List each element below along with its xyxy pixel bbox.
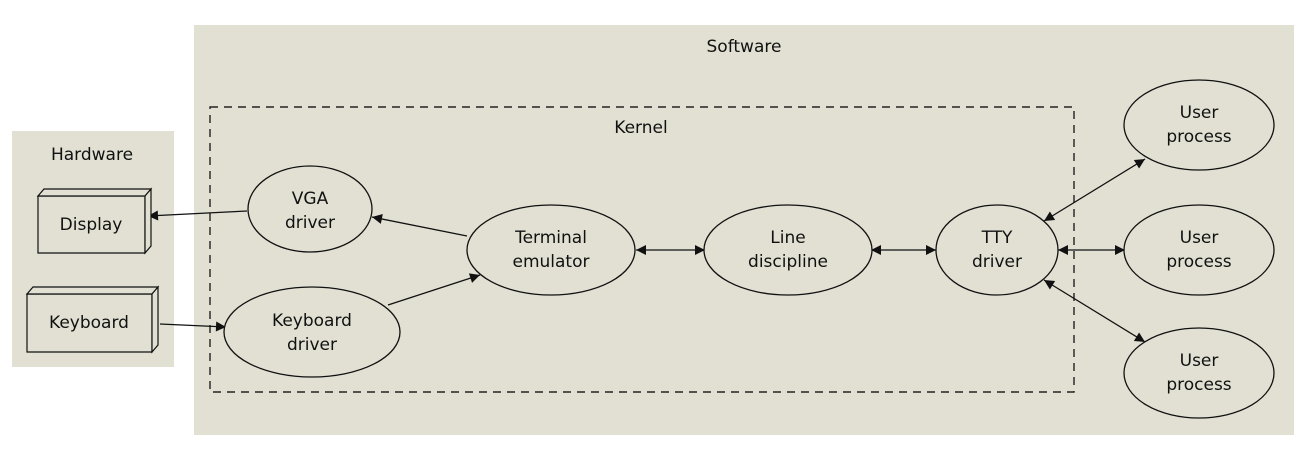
vga-driver-label-line1: VGA [292, 189, 329, 209]
user-process-1-label-line2: process [1166, 127, 1231, 147]
display-box: Display [36, 187, 153, 255]
edge-vga-to-display [147, 210, 248, 221]
vga-driver-node: VGA driver [247, 165, 373, 253]
user-process-2-label-line1: User [1180, 228, 1219, 248]
edge-keyboard-driver-to-terminal [387, 273, 481, 306]
line-discipline-node: Line discipline [703, 204, 873, 296]
vga-driver-label-line2: driver [285, 213, 335, 233]
terminal-emulator-label-line2: emulator [513, 252, 590, 272]
terminal-emulator-label-line1: Terminal [514, 228, 587, 248]
tty-driver-node: TTY driver [935, 204, 1059, 296]
edge-tty-user-process-3 [1043, 279, 1146, 343]
edge-tty-user-process-1 [1043, 158, 1146, 222]
keyboard-driver-label-line1: Keyboard [272, 311, 352, 331]
user-process-1-label-line1: User [1180, 103, 1219, 123]
software-label: Software [707, 37, 782, 57]
edges [147, 158, 1146, 343]
edge-keyboard-to-keyboard-driver [159, 321, 227, 332]
user-process-3-label-line2: process [1166, 375, 1231, 395]
display-label: Display [60, 215, 123, 235]
user-process-2-label-line2: process [1166, 252, 1231, 272]
line-discipline-label-line2: discipline [748, 252, 828, 272]
edge-terminal-to-vga [371, 214, 468, 237]
tty-driver-label-line1: TTY [981, 228, 1013, 248]
tty-driver-label-line2: driver [972, 252, 1022, 272]
keyboard-driver-node: Keyboard driver [223, 286, 401, 378]
user-process-node-2: User process [1123, 204, 1275, 296]
terminal-emulator-node: Terminal emulator [466, 204, 636, 296]
kernel-label: Kernel [614, 118, 667, 138]
keyboard-box: Keyboard [25, 285, 160, 354]
hardware-label: Hardware [51, 145, 133, 165]
line-discipline-label-line1: Line [770, 228, 805, 248]
keyboard-label: Keyboard [49, 313, 129, 333]
user-process-node-3: User process [1123, 327, 1275, 419]
user-process-3-label-line1: User [1180, 351, 1219, 371]
user-process-node-1: User process [1123, 79, 1275, 171]
keyboard-driver-label-line2: driver [287, 335, 337, 355]
